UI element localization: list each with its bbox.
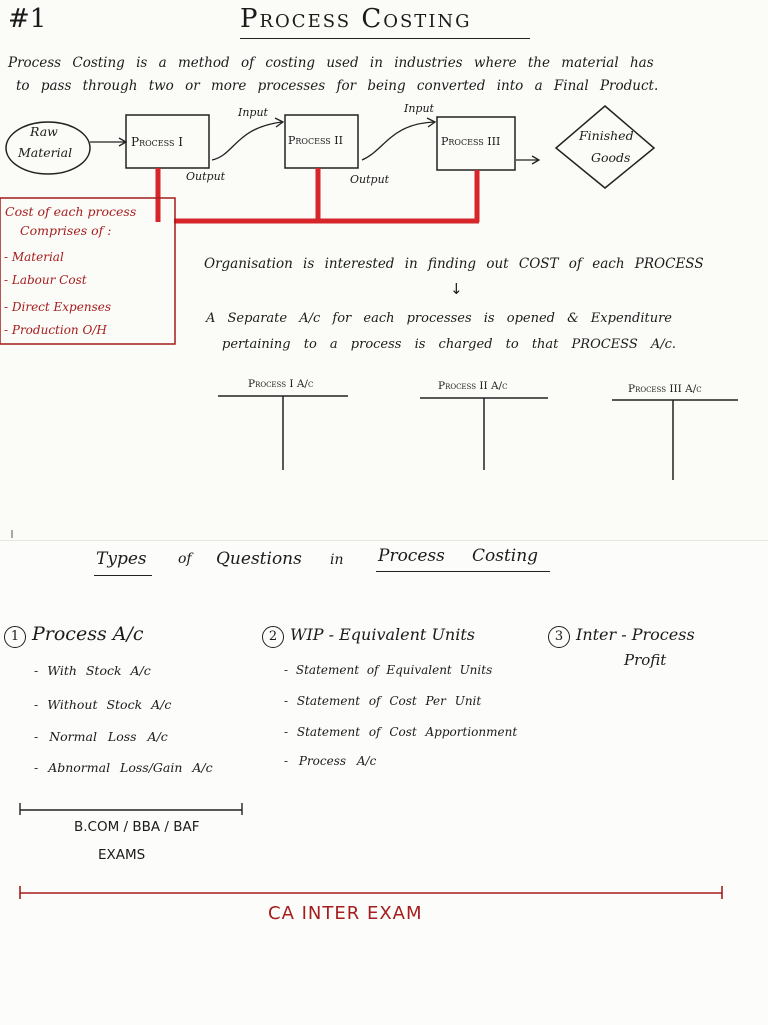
account-process-1: Process I A/c [248, 378, 314, 390]
heading-underline-types [94, 575, 152, 576]
col1-title: 1 Process A/c [4, 623, 144, 648]
account-process-3: Process III A/c [628, 383, 702, 395]
cost-item-direct-expenses: - Direct Expenses [4, 300, 111, 314]
col3-title-text: Inter - Process [576, 625, 695, 644]
curve-p2-to-p3 [361, 121, 435, 161]
types-heading-process: Process [378, 546, 445, 566]
page-number: #1 [8, 4, 47, 34]
process-2-label: Process II [288, 134, 343, 147]
bcom-exams-label: EXAMS [98, 847, 146, 863]
organisation-line-3: pertaining to a process is charged to th… [222, 337, 677, 352]
col1-number: 1 [4, 626, 26, 648]
input-label-2: Input [404, 102, 434, 115]
cost-item-material: - Material [4, 250, 64, 264]
raw-material-label-2: Material [18, 145, 73, 160]
col2-item-process-ac: - Process A/c [284, 754, 377, 768]
types-heading-questions: Questions [216, 549, 302, 569]
intro-line-2: to pass through two or more processes fo… [16, 78, 659, 94]
process-accounts-t [218, 395, 738, 480]
types-heading-in: in [330, 552, 344, 568]
col1-title-text: Process A/c [32, 623, 144, 645]
finished-goods-label-1: Finished [579, 128, 634, 143]
col2-title: 2 WIP - Equivalent Units [262, 625, 475, 648]
col3-title-line-2: Profit [624, 651, 667, 669]
col1-item-without-stock: - Without Stock A/c [34, 697, 172, 712]
page-title: Process Costing [240, 4, 472, 34]
types-heading-costing: Costing [472, 546, 539, 566]
cost-item-production-oh: - Production O/H [4, 323, 107, 337]
types-heading-of: of [178, 551, 192, 567]
col3-number: 3 [548, 626, 570, 648]
process-3-label: Process III [441, 135, 501, 148]
ca-inter-exam-label: CA INTER EXAM [268, 903, 423, 924]
organisation-line-1: Organisation is interested in finding ou… [204, 256, 704, 272]
finished-goods-diamond [554, 105, 656, 189]
raw-material-ellipse [5, 121, 91, 175]
page-one: #1 Process Costing Process Costing is a … [0, 4, 738, 538]
cost-box-title-2: Comprises of : [20, 223, 112, 238]
process-flow-diagram [0, 105, 738, 538]
col2-item-cost-apportionment: - Statement of Cost Apportionment [284, 725, 518, 739]
col1-item-abnormal-loss: - Abnormal Loss/Gain A/c [34, 760, 213, 775]
cost-box [0, 197, 176, 345]
process-1-label: Process I [131, 135, 183, 149]
output-label-1: Output [186, 170, 226, 183]
raw-material-label-1: Raw [30, 124, 58, 139]
down-arrow: ↓ [450, 280, 463, 298]
exam-brackets [19, 803, 723, 899]
col1-item-with-stock: - With Stock A/c [34, 663, 151, 678]
output-label-2: Output [350, 173, 390, 186]
col1-item-normal-loss: - Normal Loss A/c [34, 729, 168, 744]
curve-p1-to-p2 [211, 121, 283, 161]
col2-item-cost-per-unit: - Statement of Cost Per Unit [284, 694, 482, 708]
col3-title: 3 Inter - Process [548, 625, 695, 648]
types-heading-types: Types [96, 549, 147, 569]
col2-number: 2 [262, 626, 284, 648]
finished-goods-label-2: Goods [591, 150, 631, 165]
intro-line-1: Process Costing is a method of costing u… [8, 55, 654, 71]
cost-box-title-1: Cost of each process [5, 204, 137, 219]
input-label-1: Input [238, 106, 268, 119]
title-underline [240, 38, 530, 39]
organisation-line-2: A Separate A/c for each processes is ope… [206, 311, 672, 326]
process-1-box [125, 114, 210, 169]
col2-title-text: WIP - Equivalent Units [290, 625, 475, 644]
red-pipes [155, 168, 480, 224]
cost-item-labour: - Labour Cost [4, 273, 87, 287]
account-process-2: Process II A/c [438, 380, 508, 392]
heading-underline-process-costing [376, 571, 550, 572]
bcom-bba-baf-label: B.COM / BBA / BAF [74, 819, 200, 835]
process-2-box [284, 114, 359, 169]
col2-item-equivalent-units: - Statement of Equivalent Units [284, 663, 493, 677]
